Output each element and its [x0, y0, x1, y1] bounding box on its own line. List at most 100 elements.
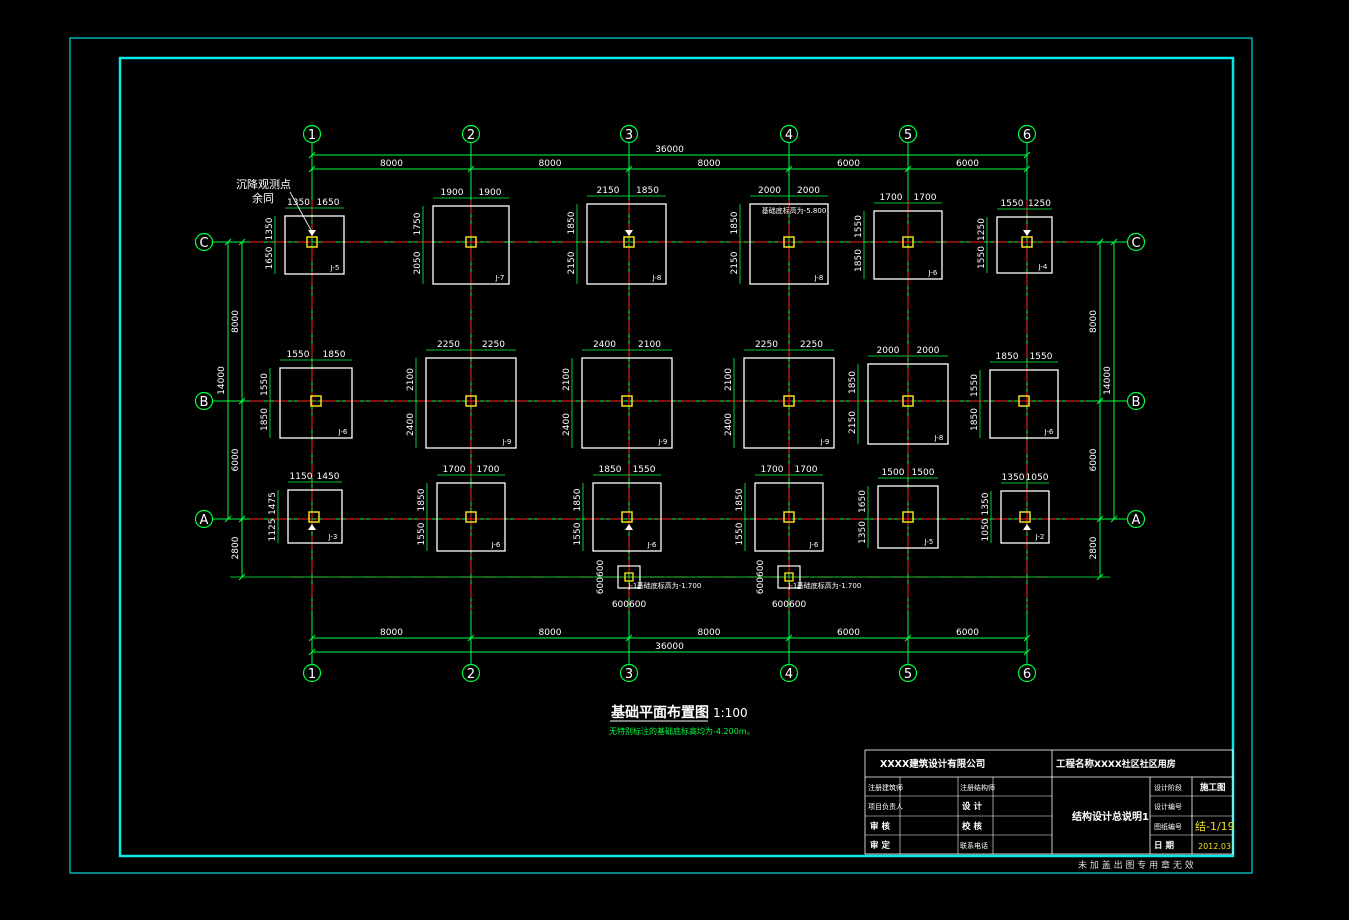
axis-label-2: 2 — [467, 667, 475, 682]
column-marker — [902, 511, 914, 523]
column-marker — [621, 395, 633, 407]
dim-bottom-spans-tick — [625, 634, 633, 642]
fdim-side-a: 1850 — [848, 371, 858, 394]
fdim-top-b: 2250 — [482, 340, 505, 350]
small-foundation-label: J-1 — [628, 582, 638, 590]
axis-bubble-6 — [1017, 663, 1037, 683]
fdim-side-b: 1550 — [977, 246, 987, 269]
dim-top-spans-text: 6000 — [956, 159, 979, 169]
fdim-top-b: 1050 — [1026, 473, 1049, 483]
column-marker — [621, 511, 633, 523]
foundation-J-3 — [287, 489, 343, 544]
dim-top-spans-text: 8000 — [380, 159, 403, 169]
small-foundation-J-1 — [617, 565, 641, 589]
dim-left-total-tick — [224, 238, 232, 246]
project-name: XXXX社区社区用房 — [1094, 758, 1176, 770]
foundation-note: 基础底标高为-5.800 — [762, 206, 827, 215]
foundation-label: J-9 — [820, 438, 830, 446]
foundation-J-6 — [989, 369, 1059, 439]
column-marker — [310, 395, 322, 407]
axis-bubble-4 — [779, 124, 799, 144]
dim-right-total-tick — [1110, 238, 1118, 246]
fdim-top-a: 2250 — [755, 340, 778, 350]
axis-label-2: 2 — [467, 128, 475, 143]
axis-bubble-6 — [1017, 124, 1037, 144]
foundation-label: J-6 — [647, 541, 657, 549]
fdim-side-b: 1650 — [265, 246, 275, 269]
small-fdim-bottom: 600600 — [772, 600, 807, 610]
column-marker — [465, 395, 477, 407]
dim-top-total-tick — [308, 151, 316, 159]
fdim-top-b: 1550 — [633, 465, 656, 475]
tb-left-label-2: 项目负责人 — [868, 802, 903, 811]
column-marker — [465, 236, 477, 248]
dim-left-total-text: 14000 — [217, 366, 227, 395]
fdim-side-b: 2400 — [406, 413, 416, 436]
fdim-top-a: 1150 — [290, 472, 313, 482]
fdim-top-a: 2400 — [593, 340, 616, 350]
settlement-note-1: 沉降观测点 — [236, 177, 291, 191]
dim-bottom-spans-tick — [308, 634, 316, 642]
foundation-label: J-9 — [658, 438, 668, 446]
dim-right-spans-tick — [1096, 397, 1104, 405]
dim-bottom-spans-tick — [904, 634, 912, 642]
fdim-side-a: 1350 — [981, 492, 991, 515]
fdim-top-a: 1500 — [882, 468, 905, 478]
fdim-side-b: 2150 — [567, 251, 577, 274]
settlement-leader — [289, 191, 313, 233]
design-stage: 施工图 — [1200, 782, 1226, 793]
fdim-side-a: 1475 — [268, 492, 278, 515]
foundation-label: J-6 — [928, 269, 938, 277]
fdim-top-b: 1850 — [636, 186, 659, 196]
fdim-top-b: 1500 — [912, 468, 935, 478]
fdim-top-a: 1550 — [287, 350, 310, 360]
foundation-label: J-4 — [1038, 263, 1048, 271]
dim-right-spans-text: 8000 — [1089, 310, 1099, 333]
axis-bubble-1 — [302, 124, 322, 144]
small-fdim-side: 600600 — [756, 560, 766, 595]
small-column-marker — [784, 572, 794, 582]
fdim-side-a: 1550 — [854, 215, 864, 238]
tb-mid-label-2: 设 计 — [962, 801, 982, 812]
axis-bubble-C — [1126, 232, 1146, 252]
fdim-side-b: 1125 — [268, 519, 278, 542]
fdim-top-b: 1250 — [1028, 199, 1051, 209]
foundation-J-6 — [873, 210, 943, 280]
drawing-scale: 1:100 — [713, 706, 748, 720]
foundation-J-9 — [743, 357, 835, 449]
dim-bottom-spans-tick — [1023, 634, 1031, 642]
fdim-side-b: 1550 — [417, 522, 427, 545]
fdim-top-b: 2000 — [917, 346, 940, 356]
title-block — [864, 749, 1234, 855]
foundation-J-9 — [425, 357, 517, 449]
fdim-side-a: 1250 — [977, 218, 987, 241]
axis-label-A: A — [1132, 513, 1141, 528]
fdim-side-b: 2150 — [730, 251, 740, 274]
foundation-J-2 — [1000, 490, 1050, 544]
settlement-marker — [625, 230, 633, 236]
fdim-side-a: 1850 — [735, 488, 745, 511]
fdim-top-a: 2250 — [437, 340, 460, 350]
drawing-note: 无特别标注的基础底标高均为-4.200m。 — [609, 726, 755, 736]
axis-label-1: 1 — [308, 128, 316, 143]
drawing-title: 基础平面布置图 — [611, 704, 709, 721]
fdim-top-b: 2100 — [638, 340, 661, 350]
dim-top-spans-text: 6000 — [837, 159, 860, 169]
axis-bubble-4 — [779, 663, 799, 683]
small-fdim-side: 600600 — [596, 560, 606, 595]
dim-right-spans-tick — [1096, 515, 1104, 523]
fdim-side-a: 1850 — [573, 488, 583, 511]
axis-bubble-B — [1126, 391, 1146, 411]
dim-right-spans-tick — [1096, 238, 1104, 246]
fdim-top-b: 1450 — [317, 472, 340, 482]
small-foundation-label: J-1 — [788, 582, 798, 590]
fdim-top-b: 1900 — [479, 188, 502, 198]
dim-top-spans-tick — [904, 165, 912, 173]
tb-right-label-3: 图纸编号 — [1154, 822, 1182, 831]
fdim-top-b: 2000 — [797, 186, 820, 196]
tb-left-label-3: 审 核 — [870, 821, 890, 832]
fdim-top-b: 1700 — [477, 465, 500, 475]
tb-mid-label-1: 注册结构师 — [960, 783, 995, 792]
axis-label-3: 3 — [625, 128, 633, 143]
